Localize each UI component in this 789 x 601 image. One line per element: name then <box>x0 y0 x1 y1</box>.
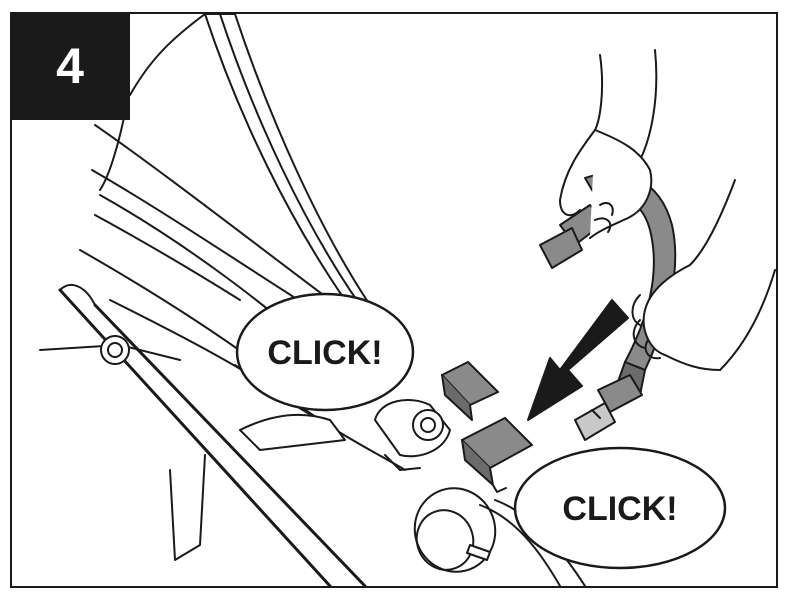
step-number: 4 <box>56 38 84 94</box>
bumper-bar-receiver-upper <box>441 361 499 421</box>
step-number-badge: 4 <box>10 12 130 120</box>
click-callout-1-text: CLICK! <box>267 334 382 372</box>
stroller-canopy <box>99 14 371 306</box>
lower-hand <box>631 179 776 371</box>
frame-pivot-joint <box>100 335 130 365</box>
click-callout-2 <box>513 446 727 570</box>
bumper-mount-joint <box>374 399 451 471</box>
direction-arrow <box>527 299 629 421</box>
bumper-bar-receiver-lower <box>461 417 533 493</box>
click-callout-2-text: CLICK! <box>562 490 677 528</box>
upper-hand <box>559 49 658 239</box>
click-callout-1 <box>235 292 415 412</box>
